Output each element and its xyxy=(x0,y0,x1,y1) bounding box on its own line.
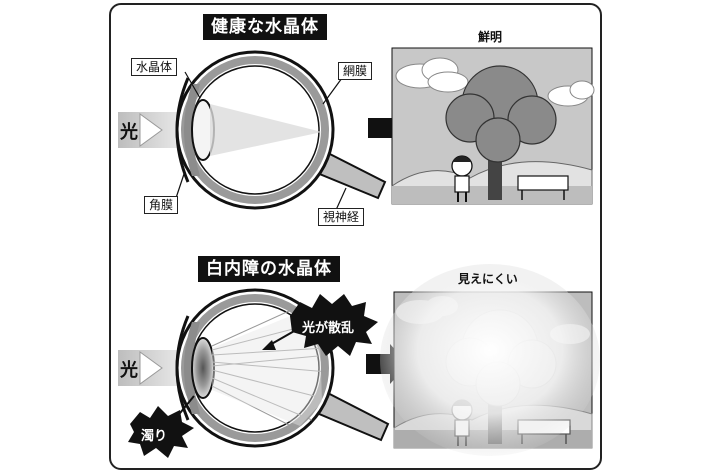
light-arrow-bottom xyxy=(139,351,163,385)
scatter-label: 光が散乱 xyxy=(302,321,355,336)
cataract-lens-title: 白内障の水晶体 xyxy=(198,256,340,282)
cornea-top xyxy=(175,77,190,183)
healthy-eye xyxy=(118,50,387,211)
scatter-burst xyxy=(290,294,378,356)
cloudy-burst xyxy=(128,406,194,458)
light-label-bottom: 光 xyxy=(120,360,138,381)
haze-overlay xyxy=(380,264,600,456)
label-cornea: 角膜 xyxy=(144,196,179,214)
caption-hard-to-see: 見えにくい xyxy=(458,272,518,286)
label-optic-nerve: 視神経 xyxy=(318,208,365,226)
label-lens: 水晶体 xyxy=(131,58,178,76)
caption-clear: 鮮明 xyxy=(478,30,503,44)
light-arrow-top xyxy=(139,113,163,147)
focus-cone-top xyxy=(210,104,322,156)
healthy-lens-title: 健康な水晶体 xyxy=(203,14,327,40)
label-retina: 網膜 xyxy=(338,62,373,80)
cloudy-label: 濁り xyxy=(141,429,168,444)
blurry-scene xyxy=(380,264,600,456)
clear-scene xyxy=(391,47,595,205)
cloudy-lens xyxy=(191,337,215,399)
light-label-top: 光 xyxy=(120,122,138,143)
cataract-eye xyxy=(118,288,390,448)
